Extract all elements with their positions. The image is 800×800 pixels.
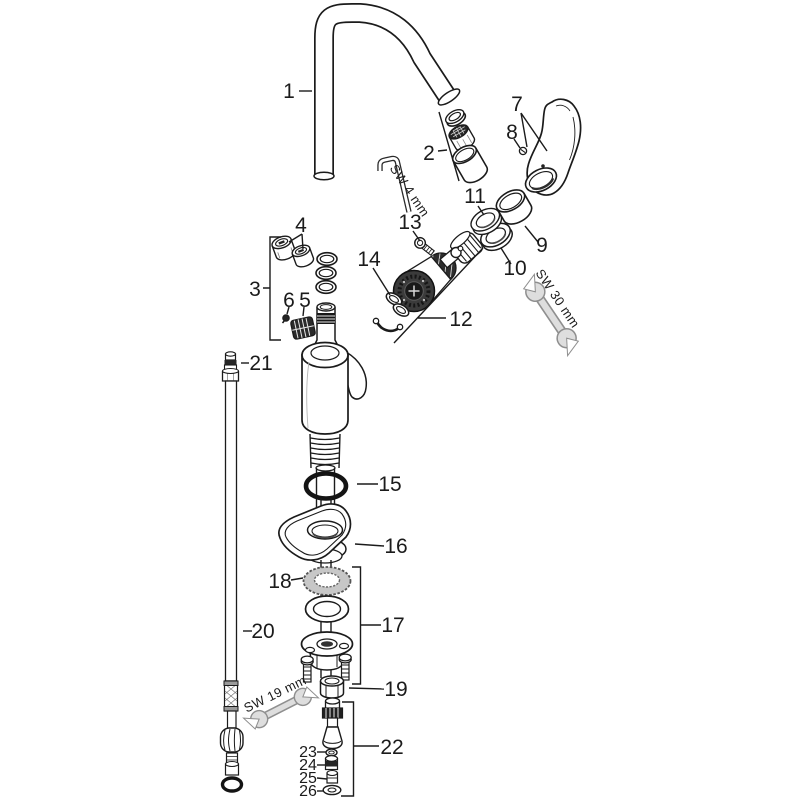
callout-25-label: 25 [299,770,317,787]
callout-10: 10 [500,247,527,280]
callout-6-label: 6 [283,289,295,312]
callout-12: 12 [393,247,484,344]
callout-16-label: 16 [384,535,407,558]
callout-22-label: 22 [380,736,403,759]
retainer-clip-drawing [372,292,410,333]
stud-screw-left-drawing [300,655,314,683]
callout-9: 9 [524,225,548,257]
handle-screw-8-drawing [518,146,528,156]
callout-10-label: 10 [503,257,526,280]
callout-24: 24 [299,757,325,774]
callout-12-label: 12 [449,308,472,331]
callout-25: 25 [299,770,328,787]
callout-21-label: 21 [249,352,272,375]
callout-5: 5 [299,289,311,317]
callout-7: 7 [511,93,548,152]
hex-nut-drawing [319,675,345,699]
callout-14: 14 [357,248,391,296]
flange-nut-drawing [300,631,354,671]
callout-3: 3 [249,236,281,341]
handle-screw-13-drawing [414,236,435,256]
callout-4: 4 [288,214,307,250]
check-valve-left-drawing [271,235,296,261]
callout-26: 26 [299,783,324,800]
escutcheon-drawing [278,503,352,564]
faucet-body-drawing [301,341,368,435]
callout-20-label: 20 [251,620,274,643]
valve-small-parts-drawing [322,748,342,796]
callout-20: 20 [243,620,275,643]
handle-drawing [524,98,582,196]
callout-17-label: 17 [381,614,404,637]
open-end-wrench-30-icon [522,272,580,358]
callout-18: 18 [268,570,304,593]
callout-19-label: 19 [384,678,407,701]
callout-8: 8 [506,121,521,149]
spout-drawing [313,3,461,181]
callout-19: 19 [348,678,408,701]
callout-6: 6 [283,289,295,315]
callout-17: 17 [352,566,405,685]
callout-23: 23 [299,744,326,761]
callout-18-label: 18 [268,570,291,593]
callout-8-label: 8 [506,121,518,144]
callout-1: 1 [283,80,312,103]
callout-15: 15 [357,473,402,496]
callout-21: 21 [241,352,273,375]
callout-15-label: 15 [378,473,401,496]
grub-screw-drawing [281,314,290,324]
callout-7-label: 7 [511,93,523,116]
cap-sleeve-9-drawing [495,189,533,225]
callout-23-label: 23 [299,744,317,761]
callout-1-label: 1 [283,80,295,103]
callout-11: 11 [464,185,486,216]
callout-9-label: 9 [536,234,548,257]
stop-ring-drawing [290,316,316,340]
washer-drawing [304,595,350,623]
callout-3-label: 3 [249,278,261,301]
shank-drawing [309,433,341,510]
callout-13-label: 13 [398,211,421,234]
callout-2: 2 [423,111,460,182]
callout-11-label: 11 [464,185,486,208]
check-valve-right-drawing [291,244,315,268]
callout-22: 22 [341,701,404,797]
allen-key-icon [377,155,412,213]
cartridge-drawing [392,245,464,313]
callout-16: 16 [354,535,408,558]
supply-hose-drawing [219,351,244,793]
o-ring-15-drawing [303,471,349,501]
callout-24-label: 24 [299,757,317,774]
callout-14-label: 14 [357,248,381,271]
outlet-valve-drawing [321,697,344,750]
callout-2-label: 2 [423,142,435,165]
callout-13: 13 [398,211,422,242]
callout-26-label: 26 [299,783,317,800]
felt-washer-drawing [302,566,352,596]
open-end-wrench-19-icon [242,686,320,730]
o-rings-drawing [315,251,338,295]
callout-4-label: 4 [295,214,307,237]
stud-screw-right-drawing [338,653,352,681]
callout-5-label: 5 [299,289,311,312]
aerator-seal-drawing [444,108,467,127]
